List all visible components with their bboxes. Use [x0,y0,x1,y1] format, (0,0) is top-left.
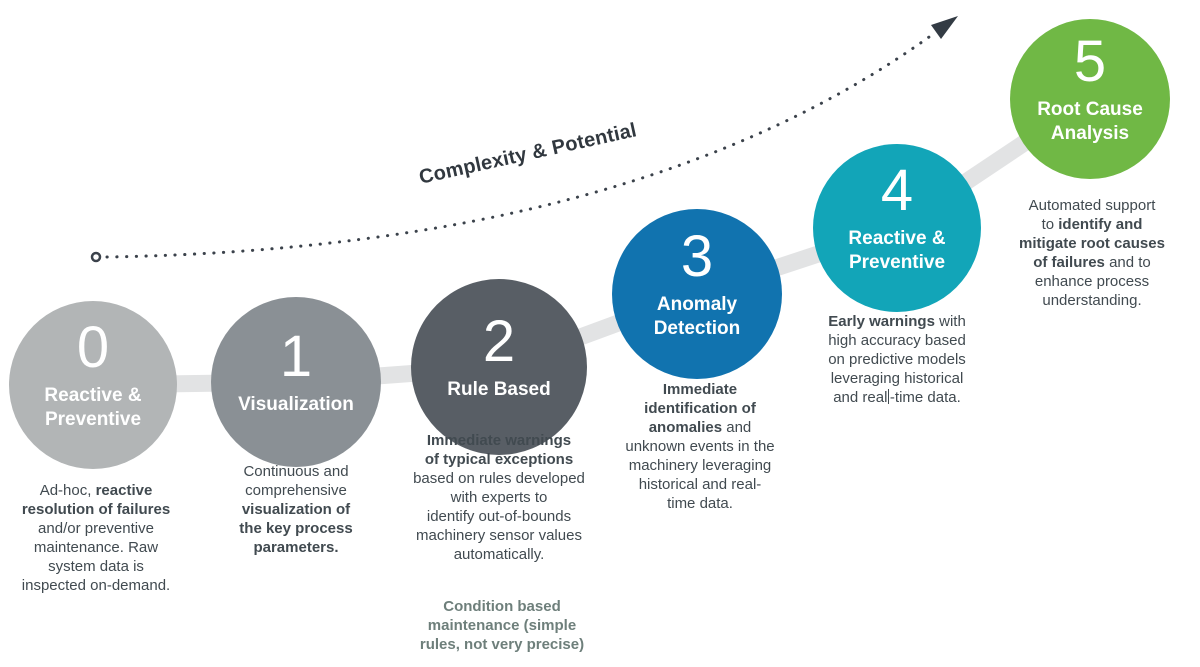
level-0-circle-content: 0 Reactive & Preventive [23,319,163,430]
level-0-circle: 0 Reactive & Preventive [9,301,177,469]
level-1-title: Visualization [238,393,354,415]
level-2-title: Rule Based [447,378,551,400]
level-2-circle: 2 Rule Based [411,279,587,455]
level-5-title: Root Cause Analysis [1037,99,1143,144]
level-5-circle-content: 5 Root Cause Analysis [1020,33,1160,144]
level-4-circle-content: 4 Reactive & Preventive [827,162,967,273]
level-4-circle: 4 Reactive & Preventive [813,144,981,312]
level-3-circle: 3 Anomaly Detection [612,209,782,379]
level-5-circle: 5 Root Cause Analysis [1010,19,1170,179]
level-2-circle-content: 2 Rule Based [429,308,569,401]
level-4-title: Reactive & Preventive [848,228,946,273]
level-4-number: 4 [880,158,914,224]
level-2-number: 2 [482,308,516,374]
level-0-title: Reactive & Preventive [44,385,142,430]
level-5-number: 5 [1073,29,1107,95]
level-0-number: 0 [76,315,110,381]
level-1-circle-content: 1 Visualization [226,323,366,416]
level-1-number: 1 [279,323,313,389]
level-1-circle: 1 Visualization [211,297,381,467]
curve-start-marker [90,251,102,263]
level-3-number: 3 [680,224,714,290]
arrowhead-icon [931,16,958,39]
level-3-title: Anomaly Detection [653,294,741,339]
level-3-circle-content: 3 Anomaly Detection [627,228,767,339]
